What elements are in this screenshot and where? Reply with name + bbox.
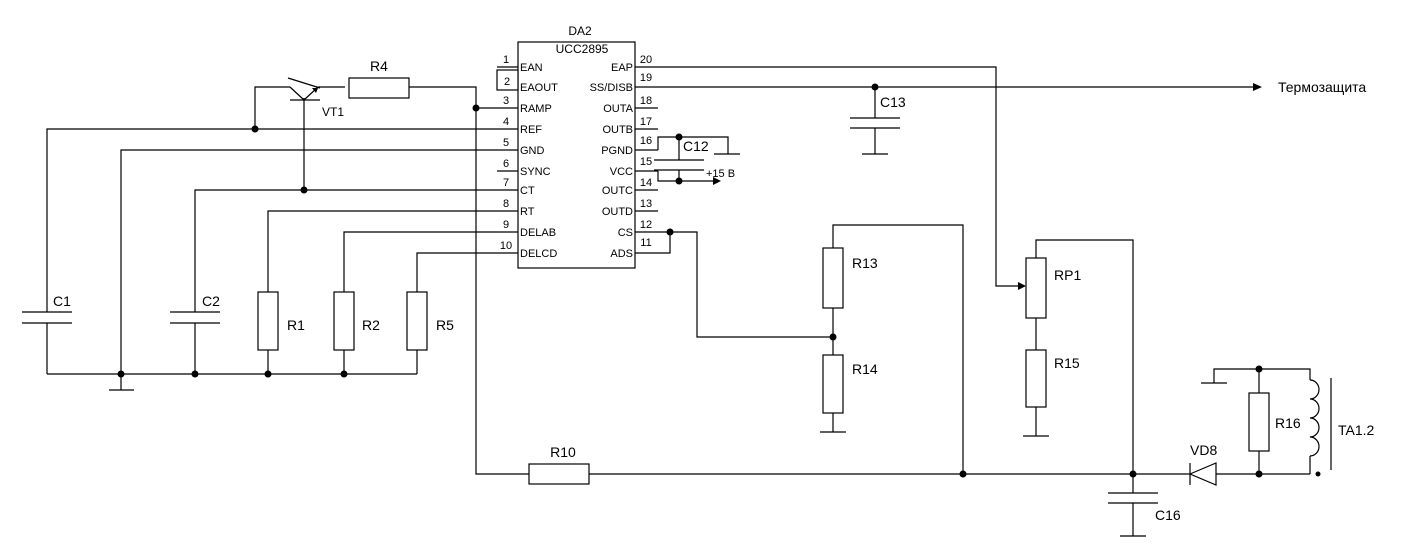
wire-rt-net <box>267 210 497 292</box>
pin-num-20: 20 <box>640 54 652 66</box>
resistor-r4: R4 <box>348 58 497 112</box>
ic-body <box>517 41 636 269</box>
label-thermal: Термозащита <box>1278 79 1366 95</box>
wire-ref-net <box>46 86 497 312</box>
pin-num-12: 12 <box>640 219 652 231</box>
pin-name-eaout: EAOUT <box>520 82 558 94</box>
label-c13: C13 <box>880 94 906 110</box>
pin-num-7: 7 <box>503 177 509 189</box>
pin-num-19: 19 <box>640 72 652 84</box>
pin-num-18: 18 <box>640 95 652 107</box>
label-r14: R14 <box>852 361 878 377</box>
wire-vcc: +15 B <box>657 168 735 185</box>
pin-num-13: 13 <box>640 198 652 210</box>
capacitor-c1: C1 <box>22 293 72 374</box>
pin-num-9: 9 <box>503 219 509 231</box>
pin-name-pgnd: PGND <box>601 145 633 157</box>
label-rp1: RP1 <box>1054 267 1081 283</box>
pin-num-5: 5 <box>503 137 509 149</box>
pin-name-outd: OUTD <box>602 206 633 218</box>
pin-name-ads: ADS <box>610 248 633 260</box>
wire-delcd-net <box>416 252 497 292</box>
pin-name-eap: EAP <box>611 62 633 74</box>
label-r5: R5 <box>436 317 454 333</box>
pin-num-11: 11 <box>640 237 651 249</box>
label-vcc: +15 B <box>706 168 735 180</box>
capacitor-c2: C2 <box>170 293 220 374</box>
pin-num-6: 6 <box>503 158 509 170</box>
pin-num-10: 10 <box>500 240 512 252</box>
label-r13: R13 <box>852 255 878 271</box>
resistor-r14: R14 <box>820 354 878 433</box>
pin-num-3: 3 <box>503 95 509 107</box>
ic-part-label: UCC2895 <box>556 42 609 56</box>
label-c1: C1 <box>53 293 71 309</box>
pin-name-ean: EAN <box>520 62 543 74</box>
pin-num-8: 8 <box>503 198 509 210</box>
label-r1: R1 <box>287 317 305 333</box>
wire-eap <box>658 66 1026 290</box>
label-c16: C16 <box>1155 507 1181 523</box>
transistor-vt1: VT1 <box>287 77 345 119</box>
right-pins <box>635 66 658 254</box>
wire-ss-disb: Термозащита <box>658 79 1366 95</box>
resistor-r10: R10 <box>528 444 590 485</box>
label-c12: C12 <box>683 138 709 154</box>
resistor-r2: R2 <box>333 291 380 374</box>
wire-gnd-net <box>120 149 497 374</box>
diode-vd8: VD8 <box>1186 442 1310 486</box>
capacitor-c12: C12 <box>654 133 740 181</box>
label-ta: TA1.2 <box>1338 422 1375 438</box>
pin-name-ct: CT <box>520 185 535 197</box>
label-r10: R10 <box>550 444 576 460</box>
label-r16: R16 <box>1275 415 1301 431</box>
label-vd8: VD8 <box>1190 442 1217 458</box>
wire-cs-ads <box>658 228 837 341</box>
pin-name-gnd: GND <box>520 145 545 157</box>
pin2-marker <box>496 69 519 91</box>
ic-ref-label: DA2 <box>568 24 592 38</box>
resistor-r13: R13 <box>822 224 964 474</box>
pin-num-14: 14 <box>640 177 652 189</box>
pin-name-outa: OUTA <box>603 103 633 115</box>
pin-name-outb: OUTB <box>602 124 633 136</box>
pin-name-ref: REF <box>520 124 542 136</box>
ground-bus-left <box>47 370 417 391</box>
wire-ramp-r10 <box>475 108 529 475</box>
resistor-r16: R16 <box>1201 365 1311 478</box>
pin-num-4: 4 <box>503 116 509 128</box>
pin-num-1: 1 <box>503 54 509 66</box>
ic-da2: DA2 UCC2895 <box>496 24 658 269</box>
label-r4: R4 <box>370 58 388 74</box>
pin-num-16: 16 <box>640 135 652 147</box>
label-r15: R15 <box>1054 355 1080 371</box>
resistor-r1: R1 <box>257 291 305 374</box>
transformer-winding-ta1-2: TA1.2 <box>1309 378 1375 477</box>
potentiometer-rp1: RP1 <box>1025 239 1134 474</box>
pin-name-delcd: DELCD <box>520 248 557 260</box>
pin-name-ss-disb: SS/DISB <box>590 82 633 94</box>
pin-name-outc: OUTC <box>602 185 633 197</box>
pin-name-cs: CS <box>618 227 633 239</box>
resistor-r15: R15 <box>1023 349 1080 437</box>
wire-ct-net <box>194 98 497 312</box>
wire-delab-net <box>343 231 497 292</box>
pin-name-delab: DELAB <box>520 227 556 239</box>
label-vt1: VT1 <box>322 105 344 119</box>
pin-name-ramp: RAMP <box>520 103 552 115</box>
pin-name-sync: SYNC <box>520 166 551 178</box>
left-pins <box>497 66 518 254</box>
capacitor-c13: C13 <box>850 87 906 155</box>
pin-num-2: 2 <box>504 76 510 88</box>
pin-name-rt: RT <box>520 206 535 218</box>
label-c2: C2 <box>202 293 220 309</box>
pin-num-15: 15 <box>640 156 652 168</box>
capacitor-c16: C16 <box>1108 474 1181 537</box>
label-r2: R2 <box>362 317 380 333</box>
resistor-r5: R5 <box>406 291 454 374</box>
pin-num-17: 17 <box>640 116 652 128</box>
pin-name-vcc: VCC <box>610 166 633 178</box>
